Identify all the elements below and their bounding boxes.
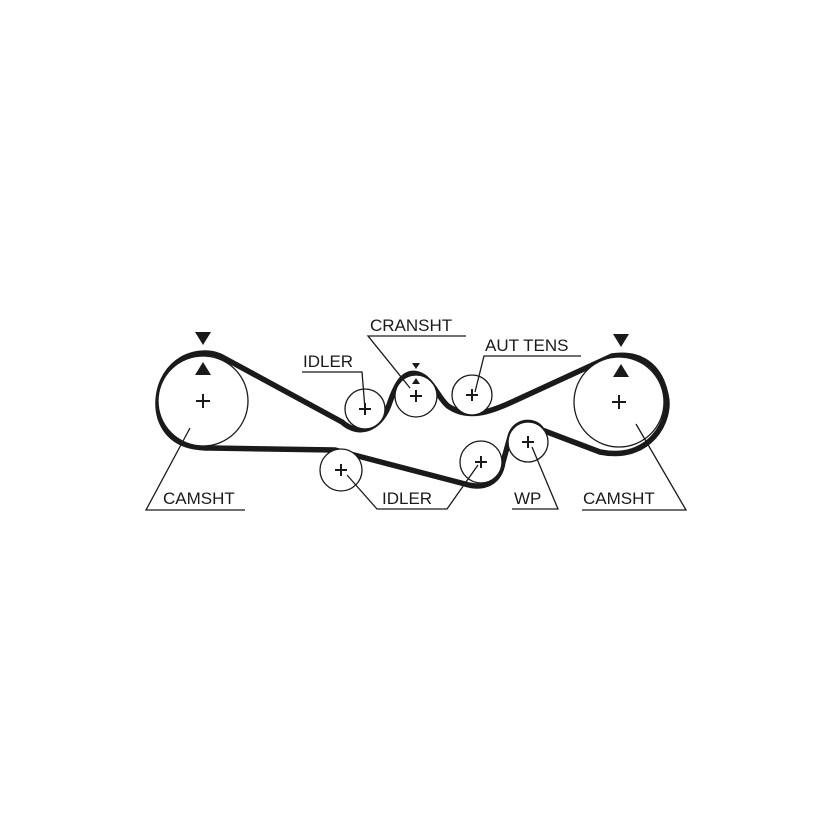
label-cranksht: CRANSHT xyxy=(370,316,452,335)
label-wp: WP xyxy=(514,489,541,508)
timing-mark-right xyxy=(613,334,629,377)
timing-mark-left xyxy=(195,332,211,375)
leader-aut-tens xyxy=(474,355,581,393)
leader-cranksht xyxy=(366,335,466,389)
idler-bottom-right-pulley xyxy=(459,440,503,484)
leader-camsht-left xyxy=(144,427,245,511)
label-idler-bottom: IDLER xyxy=(382,489,432,508)
timing-belt xyxy=(155,350,670,489)
camshaft-left-pulley xyxy=(157,355,249,447)
auto-tensioner-pulley xyxy=(451,374,493,416)
label-aut-tens: AUT TENS xyxy=(485,336,568,355)
camshaft-right-pulley xyxy=(573,356,665,448)
timing-mark-crank xyxy=(412,363,420,384)
leader-camsht-right xyxy=(582,423,688,511)
leader-idler-top xyxy=(302,371,366,410)
label-camsht-right: CAMSHT xyxy=(583,489,655,508)
leader-wp xyxy=(512,446,559,510)
water-pump-pulley xyxy=(507,421,549,463)
leader-idler-bottom xyxy=(346,464,479,510)
crankshaft-pulley xyxy=(394,374,438,418)
label-idler-top: IDLER xyxy=(303,352,353,371)
label-camsht-left: CAMSHT xyxy=(163,489,235,508)
